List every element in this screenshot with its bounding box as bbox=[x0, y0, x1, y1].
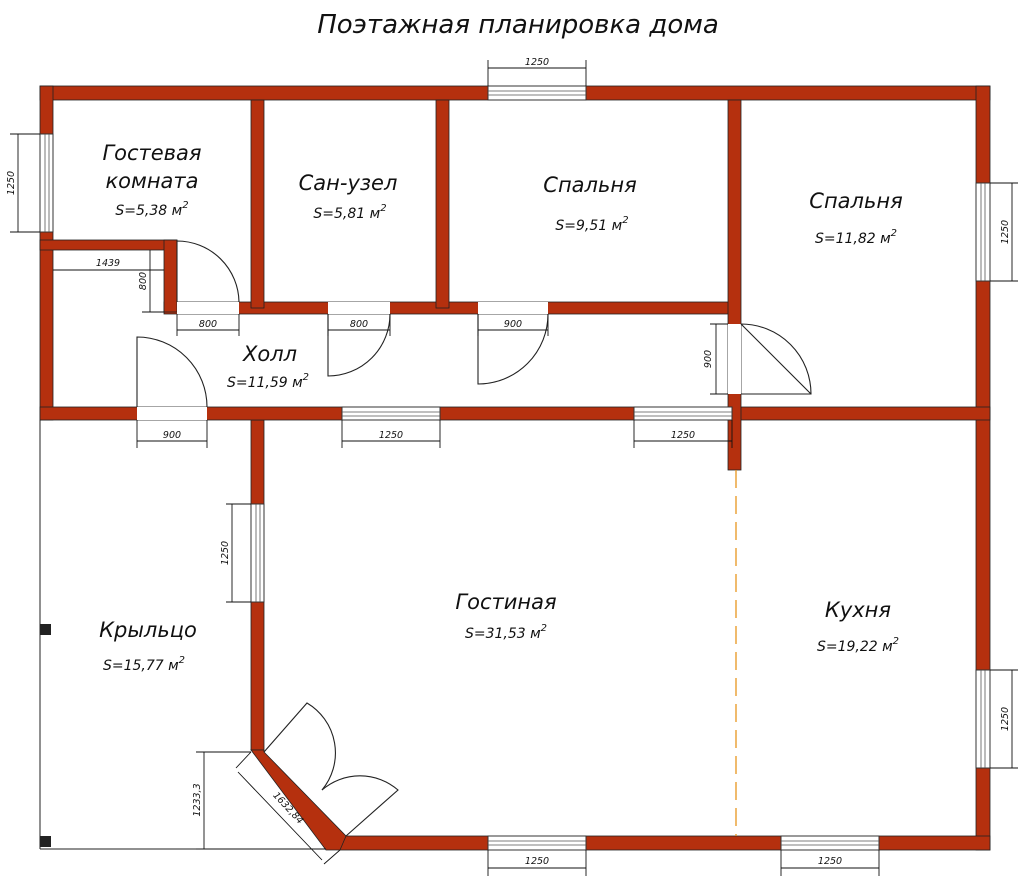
window-hall-1 bbox=[341, 406, 441, 421]
door-entrance bbox=[136, 336, 208, 408]
dim-door-bedroom-2: 900 bbox=[703, 350, 714, 368]
porch-post bbox=[40, 836, 51, 847]
room-labels: Гостевая комната S=5,38 м2 Сан-узел S=5,… bbox=[99, 141, 903, 674]
room-guest-name-1: Гостевая bbox=[102, 141, 201, 165]
room-guest-area: S=5,38 м2 bbox=[115, 200, 188, 219]
dim-porch-height: 1233,3 bbox=[192, 783, 203, 816]
room-living-area: S=31,53 м2 bbox=[465, 623, 547, 642]
room-porch-area: S=15,77 м2 bbox=[103, 655, 185, 674]
room-bedroom-1-area: S=9,51 м2 bbox=[555, 215, 628, 234]
dim-hall-window-1: 1250 bbox=[379, 430, 403, 441]
dim-bottom-window-2: 1250 bbox=[818, 856, 842, 867]
room-bathroom-name: Сан-узел bbox=[299, 171, 398, 195]
window-guest bbox=[39, 133, 54, 233]
window-bedroom bbox=[975, 182, 991, 282]
windows bbox=[39, 85, 991, 851]
door-openings bbox=[137, 302, 741, 420]
dim-door-bedroom-1: 900 bbox=[504, 319, 522, 330]
room-kitchen-area: S=19,22 м2 bbox=[817, 636, 899, 655]
room-hall-name: Холл bbox=[242, 342, 297, 366]
door-bedroom-2 bbox=[740, 323, 812, 395]
dim-door-guest: 800 bbox=[199, 319, 217, 330]
dim-guest-recess-height: 800 bbox=[138, 272, 149, 290]
window-living-bottom bbox=[487, 835, 587, 851]
dim-top-window: 1250 bbox=[525, 57, 549, 68]
dim-right-lower-window: 1250 bbox=[1000, 707, 1011, 731]
door-main-left bbox=[263, 702, 336, 791]
doors bbox=[136, 240, 812, 837]
dim-bottom-window-1: 1250 bbox=[525, 856, 549, 867]
dim-door-entrance: 900 bbox=[163, 430, 181, 441]
porch-post bbox=[40, 624, 51, 635]
dim-left-window: 1250 bbox=[6, 171, 17, 195]
dim-right-upper-window: 1250 bbox=[1000, 220, 1011, 244]
door-main-right bbox=[321, 775, 399, 837]
door-bathroom bbox=[327, 313, 391, 377]
dim-hall-window-2: 1250 bbox=[671, 430, 695, 441]
window-top bbox=[487, 85, 587, 101]
door-guest bbox=[176, 240, 240, 303]
window-hall-2 bbox=[633, 406, 733, 421]
room-living-name: Гостиная bbox=[455, 590, 556, 614]
room-hall-area: S=11,59 м2 bbox=[227, 372, 309, 391]
room-kitchen-name: Кухня bbox=[825, 598, 891, 622]
plan-title: Поэтажная планировка дома bbox=[317, 10, 719, 40]
room-porch-name: Крыльцо bbox=[99, 618, 197, 642]
window-kitchen bbox=[975, 669, 991, 769]
dim-guest-recess-width: 1439 bbox=[96, 258, 120, 269]
window-living-left bbox=[250, 503, 265, 603]
room-bedroom-2-name: Спальня bbox=[809, 189, 902, 213]
window-kitchen-bottom bbox=[780, 835, 880, 851]
dim-living-left-window: 1250 bbox=[220, 541, 231, 565]
room-bedroom-1-name: Спальня bbox=[543, 173, 636, 197]
dimension-lines bbox=[10, 60, 1018, 876]
room-bathroom-area: S=5,81 м2 bbox=[313, 203, 386, 222]
door-bedroom-1 bbox=[477, 313, 549, 385]
room-bedroom-2-area: S=11,82 м2 bbox=[815, 228, 897, 247]
room-guest-name-2: комната bbox=[105, 169, 198, 193]
dim-door-bathroom: 800 bbox=[350, 319, 368, 330]
